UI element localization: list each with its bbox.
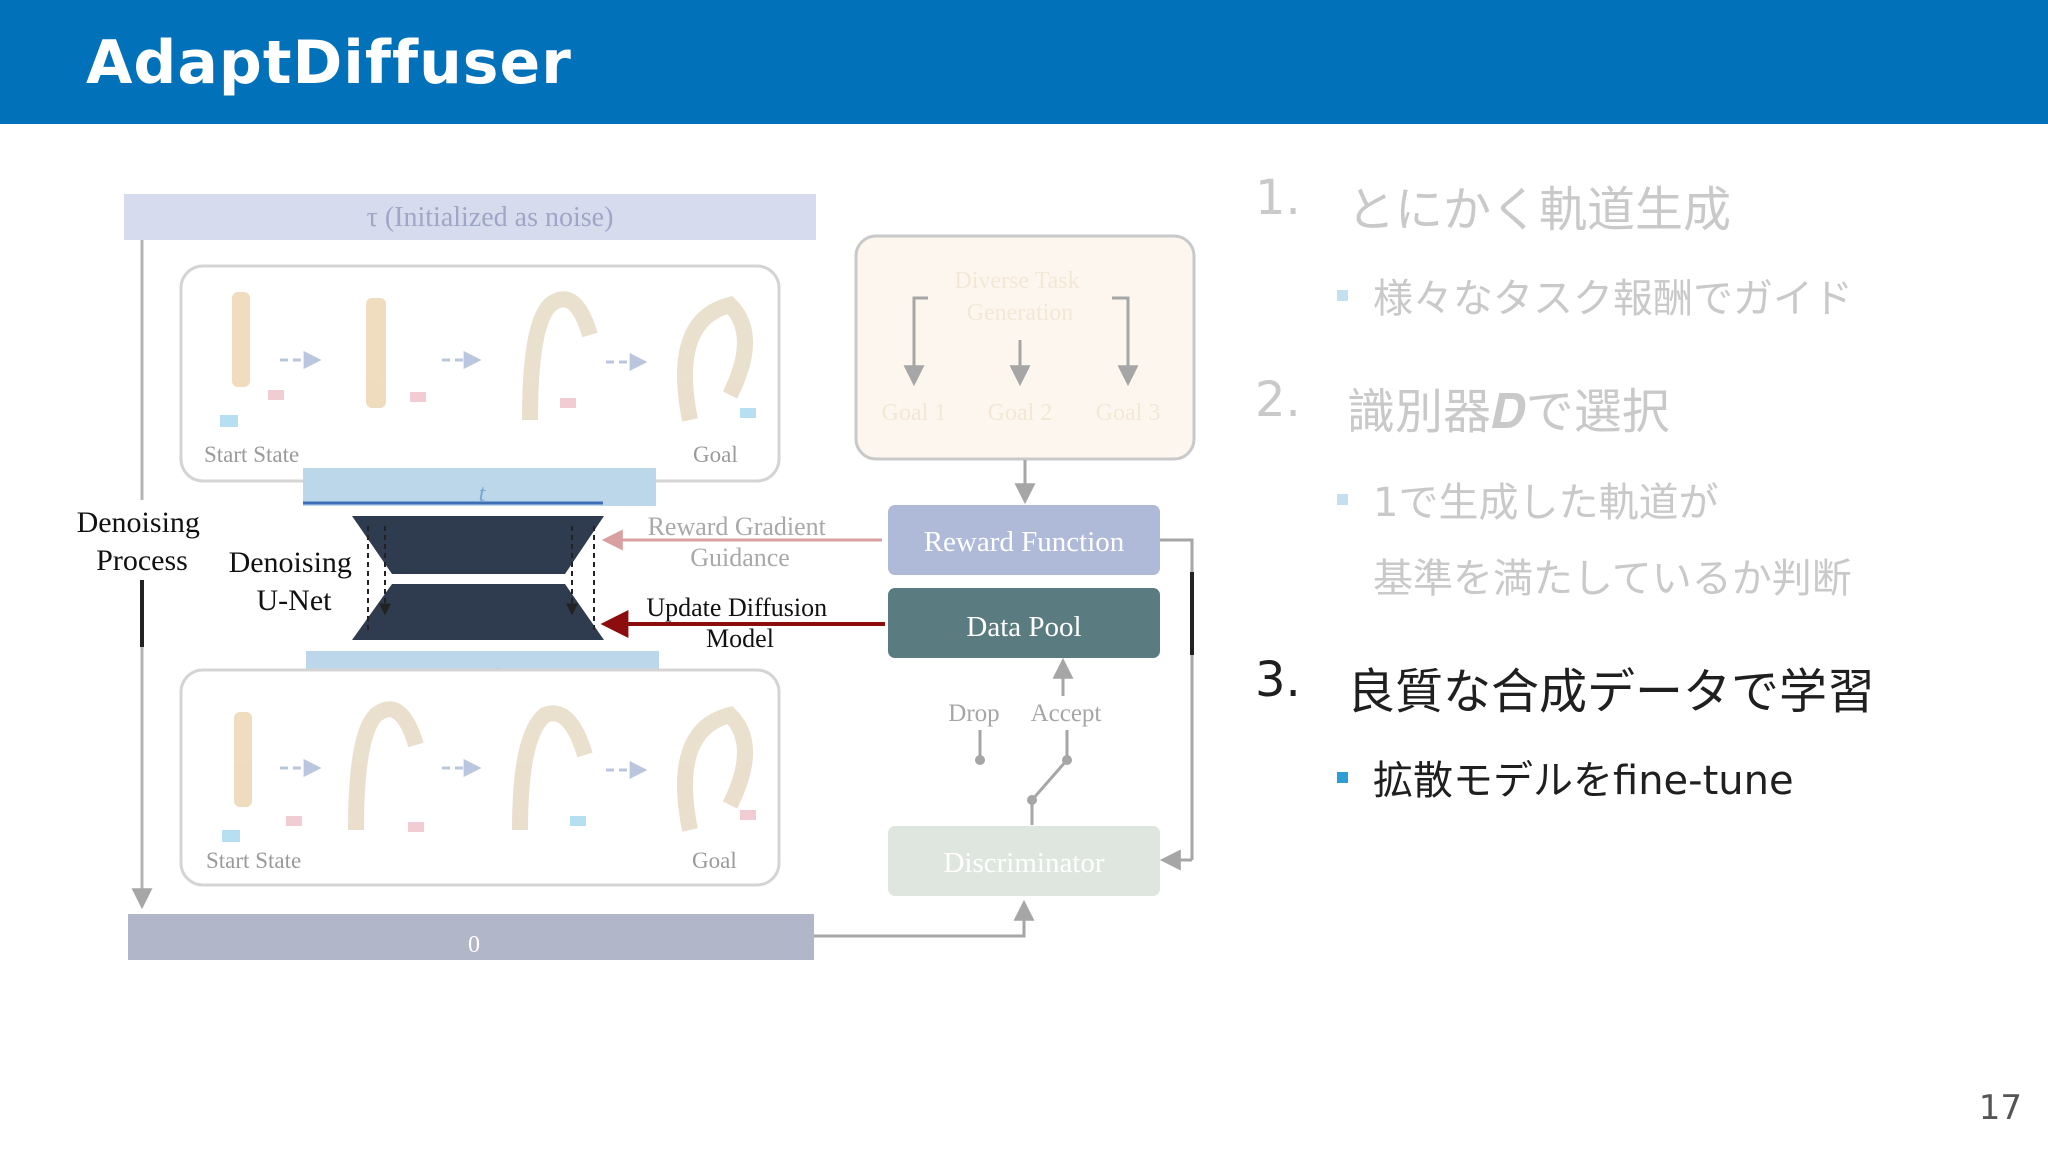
discriminator-label: Discriminator — [943, 847, 1104, 879]
reward-function-box — [888, 505, 1160, 575]
bottom-goal-label: Goal — [692, 848, 737, 873]
bottom-start-label: Start State — [206, 848, 301, 873]
task-goal-2: Goal 2 — [988, 400, 1053, 426]
task-goal-3: Goal 3 — [1096, 400, 1161, 426]
step-3-text: 良質な合成データで学習 — [1347, 664, 1876, 720]
step-2-text: 識別器𝑫で選択 — [1347, 384, 1670, 440]
noise-bar-label: τ (Initialized as noise) — [367, 202, 614, 233]
bullet-icon — [1337, 494, 1348, 505]
bottom-robot-frames — [222, 701, 756, 842]
bullet-icon — [1337, 290, 1348, 301]
task-generation-title: Diverse Task Generation — [954, 268, 1085, 326]
top-start-label: Start State — [204, 442, 299, 467]
update-diffusion-label: Update Diffusion Model — [646, 593, 833, 653]
data-pool-box — [888, 588, 1160, 658]
step-2-sub-1-line-2: 基準を満たしているか判断 — [1373, 556, 1852, 602]
step-1-text: とにかく軌道生成 — [1347, 182, 1732, 238]
task-goal-1: Goal 1 — [882, 400, 947, 426]
step-2-number: 2. — [1255, 372, 1301, 428]
bottom-trajectory-panel — [179, 668, 781, 887]
title-bar: AdaptDiffuser — [0, 0, 2048, 124]
accept-label: Accept — [1031, 700, 1102, 727]
zero-bar — [128, 914, 814, 960]
bullet-icon — [1337, 772, 1348, 783]
data-pool-label: Data Pool — [966, 611, 1081, 643]
page-number: 17 — [1978, 1088, 2022, 1128]
t-label: t — [479, 481, 487, 507]
denoising-process-label: Denoising Process — [77, 506, 208, 577]
task-generation-box — [854, 234, 1196, 461]
adaptdiffuser-diagram: τ (Initialized as noise) Denoising Proce… — [77, 194, 1196, 960]
drop-label: Drop — [948, 700, 999, 727]
discriminator-box — [888, 826, 1160, 896]
reward-gradient-label: Reward Gradient Guidance — [648, 512, 833, 572]
top-goal-label: Goal — [693, 442, 738, 467]
step-1-sub-1-text: 様々なタスク報酬でガイド — [1373, 276, 1853, 322]
unet-label: Denoising U-Net — [229, 546, 360, 617]
zero-bar-label: 0 — [468, 932, 480, 958]
noise-bar — [124, 194, 816, 240]
slide-title: AdaptDiffuser — [86, 28, 572, 98]
step-3-number: 3. — [1255, 652, 1301, 708]
step-3-sub-1-text: 拡散モデルをfine-tune — [1373, 758, 1794, 804]
t-bar — [303, 468, 656, 506]
top-robot-frames — [220, 291, 756, 427]
unet-upper — [352, 516, 604, 574]
reward-function-label: Reward Function — [924, 526, 1125, 558]
step-1-number: 1. — [1255, 170, 1301, 226]
step-2-sub-1-line-1: 1で生成した軌道が — [1373, 480, 1719, 526]
unet-lower — [352, 584, 604, 640]
